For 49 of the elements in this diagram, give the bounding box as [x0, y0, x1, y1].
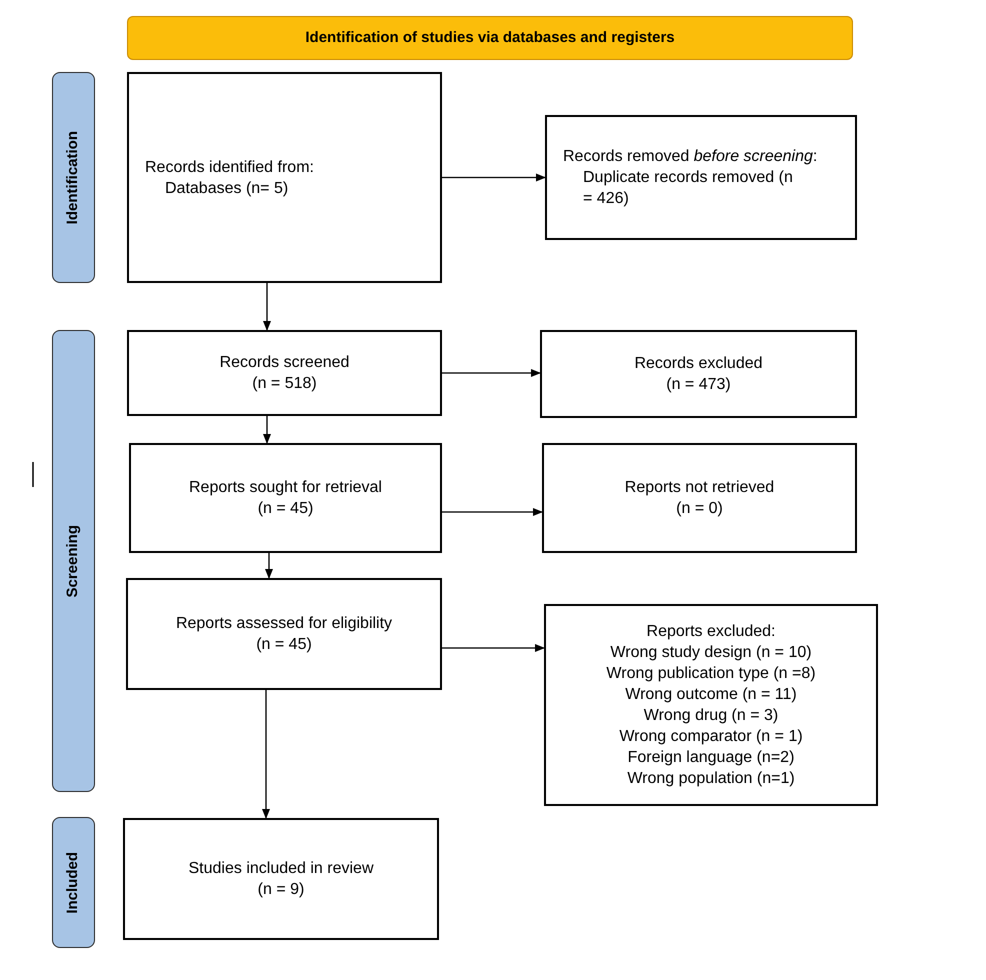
process-box — [127, 72, 442, 283]
process-box — [542, 443, 857, 553]
process-box — [126, 578, 442, 690]
phase-band — [52, 72, 95, 283]
box-text: Studies included in review — [188, 859, 374, 879]
box-text: Reports sought for retrieval — [189, 478, 382, 498]
box-text: Wrong drug (n = 3) — [644, 706, 778, 726]
box-text: Duplicate records removed (n = 426) — [582, 168, 794, 209]
box-text: Wrong outcome (n = 11) — [625, 685, 797, 705]
box-text: Wrong study design (n = 10) — [610, 643, 812, 663]
box-text: Wrong population (n=1) — [627, 769, 795, 789]
header-text: Identification of studies via databases and registers — [305, 28, 675, 48]
arrow — [263, 283, 271, 331]
process-box — [544, 604, 878, 806]
phase-label: Screening — [63, 524, 82, 598]
box-text: (n = 0) — [676, 499, 723, 519]
process-box — [123, 818, 439, 940]
box-text: (n = 518) — [252, 374, 317, 394]
box-text: Foreign language (n=2) — [628, 748, 794, 768]
box-text: Reports excluded: — [646, 622, 776, 642]
phase-band — [52, 817, 95, 948]
box-text: Databases (n= 5) — [164, 178, 290, 198]
phase-label: Identification — [63, 130, 82, 224]
process-box — [540, 330, 857, 418]
arrow — [442, 174, 546, 182]
box-text: Wrong publication type (n =8) — [606, 664, 816, 684]
arrow — [262, 690, 270, 819]
arrow — [263, 416, 271, 444]
box-text: Records screened — [220, 353, 350, 373]
box-text: Reports not retrieved — [624, 478, 774, 498]
arrow — [442, 369, 541, 377]
box-text: (n = 45) — [256, 635, 312, 655]
process-box — [545, 115, 857, 240]
box-text: Records removed before screening: — [563, 147, 818, 167]
box-text: Wrong comparator (n = 1) — [619, 727, 803, 747]
process-box — [127, 330, 442, 416]
process-box — [129, 443, 442, 553]
arrow — [442, 644, 545, 652]
arrow — [442, 508, 543, 516]
arrow — [265, 553, 273, 579]
phase-label: Included — [63, 852, 82, 914]
phase-band — [52, 330, 95, 792]
box-text: Reports assessed for eligibility — [176, 614, 392, 634]
box-text: (n = 9) — [258, 880, 304, 900]
box-text: (n = 473) — [666, 375, 731, 395]
box-text: Records excluded — [634, 354, 763, 374]
box-text: Records identified from: — [145, 158, 315, 178]
section-header — [127, 16, 853, 60]
box-text: (n = 45) — [258, 499, 314, 519]
